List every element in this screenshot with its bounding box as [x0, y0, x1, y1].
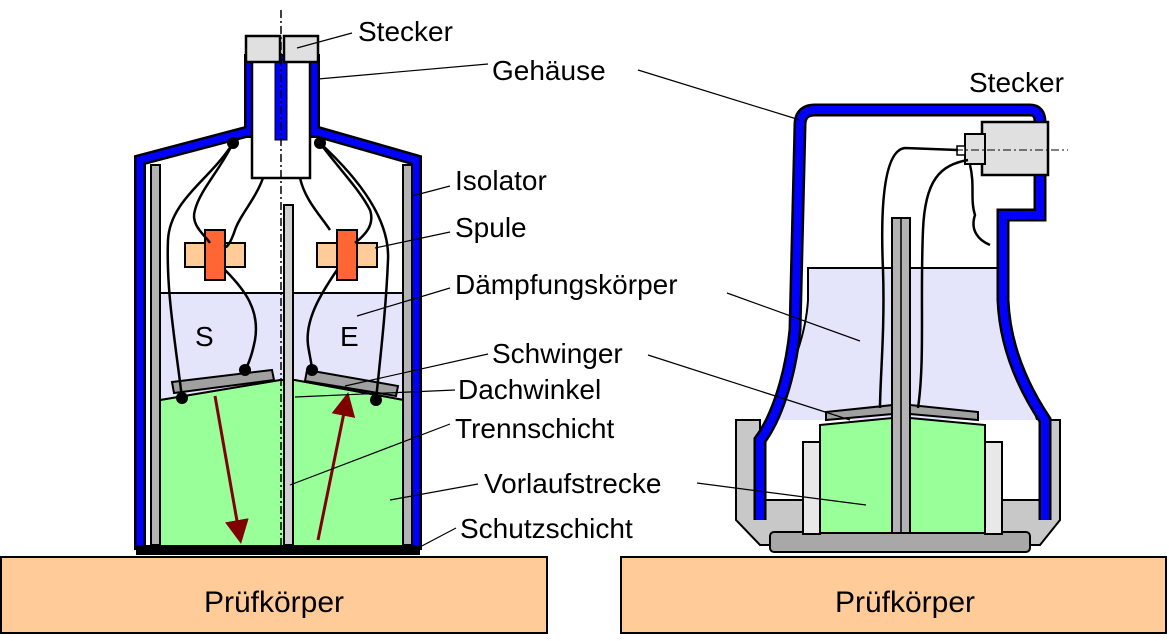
- oscillator-left: [170, 368, 276, 395]
- test-body-right-label: Prüfkörper: [835, 586, 975, 619]
- label-stecker: Stecker: [358, 16, 453, 47]
- coil-right-core: [336, 229, 358, 281]
- label-spule: Spule: [455, 212, 527, 243]
- right-probe: [735, 103, 1068, 553]
- label-daempfungskoerper: Dämpfungskörper: [455, 269, 678, 300]
- test-body-left-label: Prüfkörper: [204, 586, 344, 619]
- test-body-right: Prüfkörper: [620, 556, 1167, 634]
- label-trennschicht: Trennschicht: [455, 413, 614, 444]
- connector-cap-right: [282, 34, 320, 64]
- label-dachwinkel: Dachwinkel: [458, 374, 601, 405]
- isolator-left: [150, 164, 161, 546]
- left-probe: S E: [134, 10, 422, 555]
- connector-cap-left: [244, 34, 282, 64]
- label-gehaeuse: Gehäuse: [492, 55, 606, 86]
- coil-left-core: [204, 229, 226, 281]
- separator-layer: [283, 204, 294, 546]
- label-isolator: Isolator: [455, 165, 547, 196]
- label-stecker-right: Stecker: [969, 67, 1064, 98]
- connector-right: [980, 120, 1050, 177]
- receiver-label: E: [340, 321, 359, 352]
- sound-path-send: [213, 395, 249, 544]
- label-schutzschicht: Schutzschicht: [460, 513, 633, 544]
- sender-label: S: [195, 321, 214, 352]
- leader-lines: [289, 32, 867, 549]
- delay-line-roof: [159, 379, 405, 547]
- label-schwinger: Schwinger: [492, 338, 623, 369]
- isolator-right: [402, 164, 413, 546]
- label-vorlaufstrecke: Vorlaufstrecke: [484, 468, 661, 499]
- test-body-left: Prüfkörper: [0, 556, 548, 634]
- protective-layer: [136, 545, 420, 555]
